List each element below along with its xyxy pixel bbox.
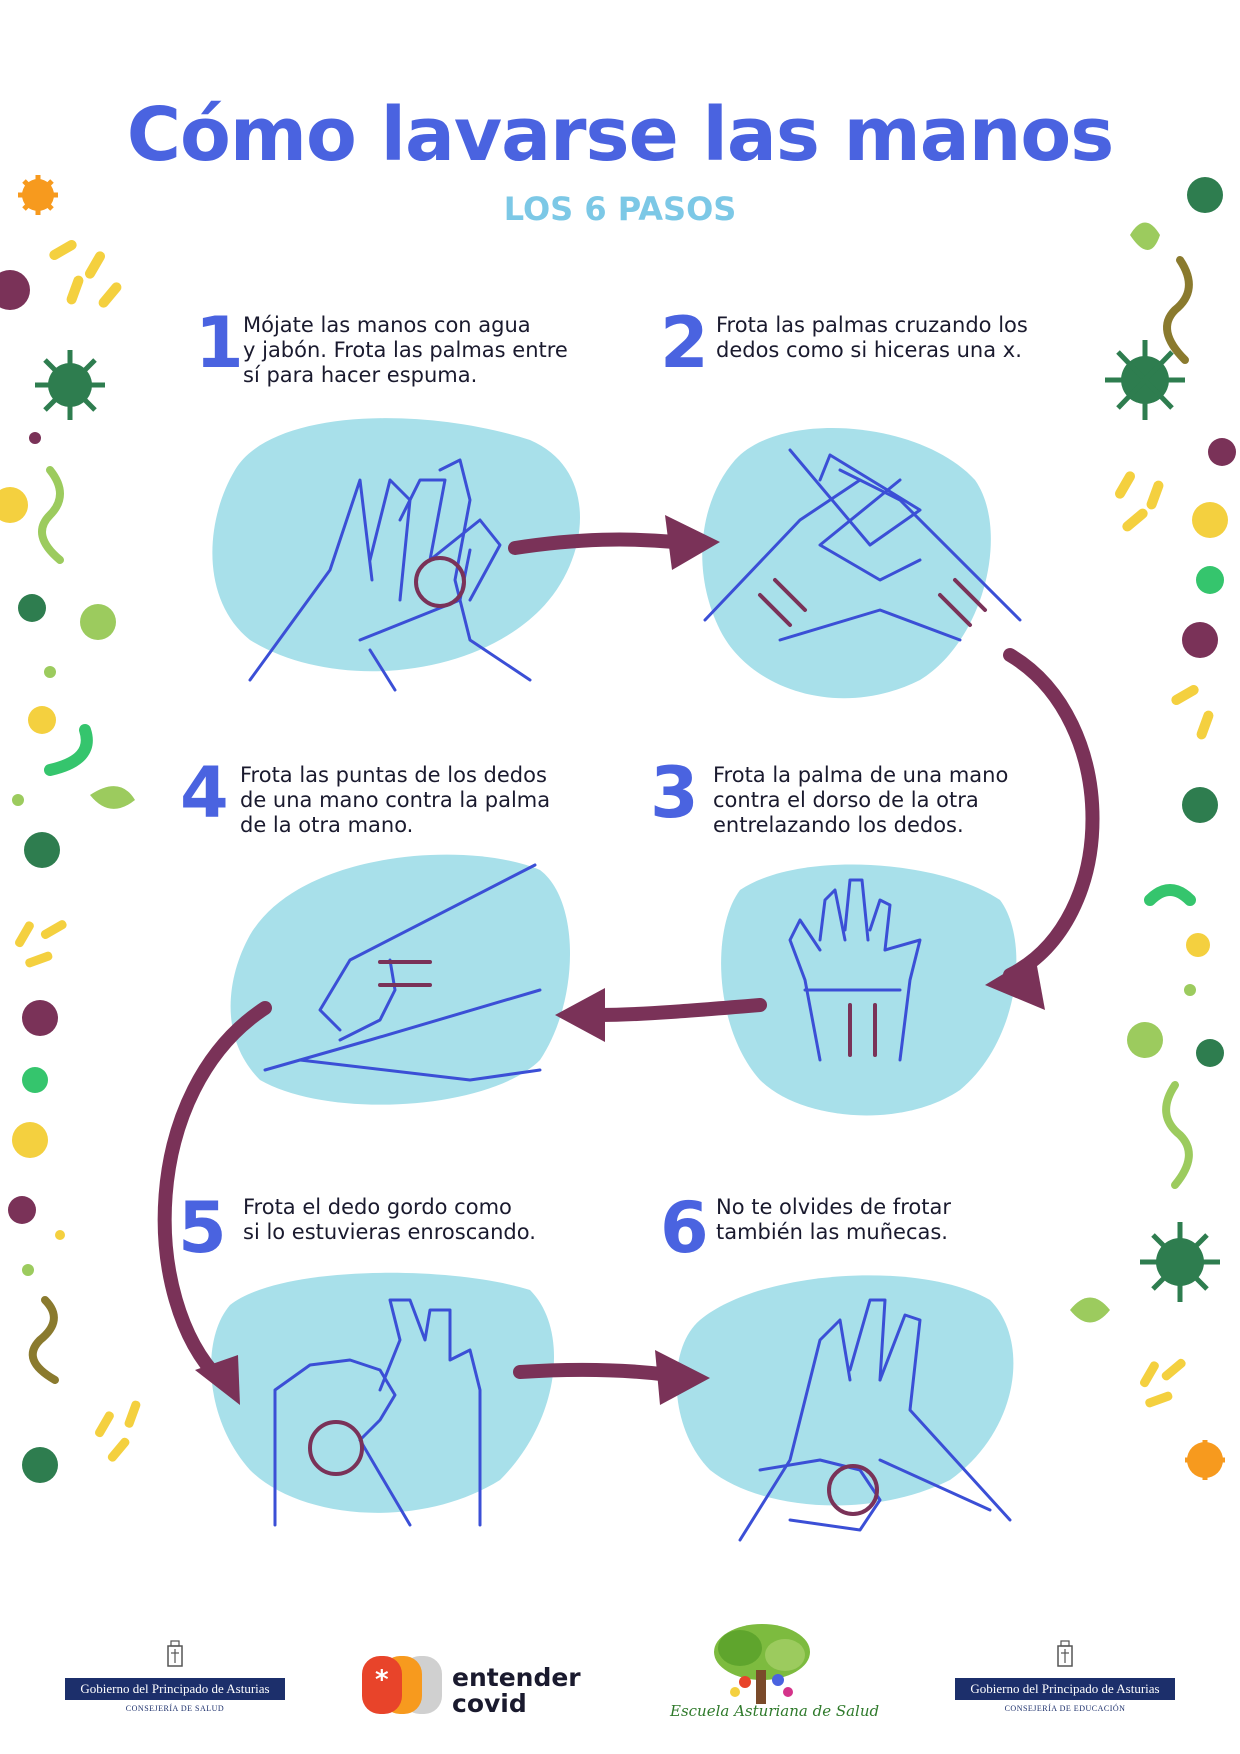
step-6-text: No te olvides de frotar también las muñe… [716,1195,951,1244]
step-4-text: Frota las puntas de los dedos de una man… [240,763,551,837]
logo-entender-covid: entender covid [452,1663,581,1718]
step5-hands [273,1298,482,1527]
circular-motion-icon-5 [308,1420,364,1476]
step-2-text: Frota las palmas cruzando los dedos como… [716,313,1028,362]
step-1-number: 1 [195,302,244,384]
decorative-germs-left [0,175,141,1483]
page-title: Cómo lavarse las manos [126,92,1115,178]
logo-gobierno-salud-sub: Consejería de Salud [125,1704,225,1713]
flow-arrows [157,532,1100,1387]
step-1-text: Mójate las manos con agua y jabón. Frota… [243,313,568,387]
step-2-number: 2 [660,302,709,384]
svg-text:*: * [375,1665,389,1695]
step-5-text: Frota el dedo gordo como si lo estuviera… [243,1195,536,1244]
direction-arrows-2 [758,578,987,627]
step3-hands [788,878,922,1062]
flow-arrowheads [195,515,1045,1405]
step1-hands [248,458,532,692]
asturias-crest-icon-2 [1057,1640,1073,1667]
entender-covid-icon: * [362,1656,442,1714]
step-5-number: 5 [178,1187,227,1269]
logo-gobierno-salud: Gobierno del Principado de Asturias [65,1678,285,1700]
step-4-number: 4 [180,752,229,834]
step2-hands [703,448,1022,642]
step6-hands [738,1298,1012,1542]
arrow-4-to-5 [157,1001,272,1387]
circular-motion-icon-1 [414,556,466,608]
logo-escuela-asturiana-salud: Escuela Asturiana de Salud [670,1702,880,1720]
step4-hands [263,863,542,1082]
hand-illustrations [248,448,1022,1542]
logo-gobierno-educacion: Gobierno del Principado de Asturias [955,1678,1175,1700]
decorative-germs-right [1070,177,1236,1480]
arrow-5-to-6 [513,1362,677,1382]
step-3-text: Frota la palma de una mano contra el dor… [713,763,1009,837]
step-3-number: 3 [650,752,699,834]
arrow-2-to-3 [1003,648,1100,982]
direction-arrows-4 [378,960,432,987]
circular-motion-icon-6 [827,1464,879,1516]
step-blobs [211,418,1017,1513]
arrow-3-to-4 [593,998,767,1022]
direction-arrows-3 [848,1003,877,1057]
arrow-1-to-2 [508,532,682,555]
logo-gobierno-educacion-sub: Consejería de Educación [1004,1704,1126,1713]
escuela-salud-tree-icon [714,1624,810,1704]
asturias-crest-icon [167,1640,183,1667]
step-6-number: 6 [660,1187,709,1269]
page-subtitle: LOS 6 PASOS [503,190,737,228]
